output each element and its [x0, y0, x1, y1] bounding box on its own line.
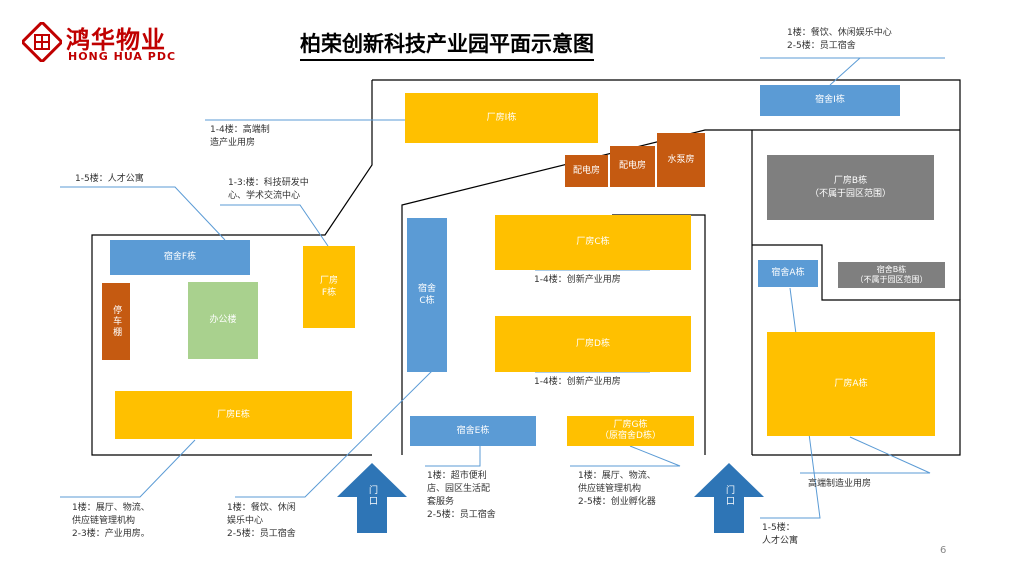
factory-f: 厂房 F栋	[303, 246, 355, 328]
left-site-boundary	[91, 80, 373, 456]
note-c-factory: 1-4楼：创新产业用房	[534, 275, 621, 285]
note-top-right: 1楼：餐饮、休闲娱乐中心 2-5楼：员工宿舍	[787, 28, 892, 52]
leader-a-factory	[800, 436, 931, 474]
note-e-dorm: 1楼：超市便利 店、园区生活配 套服务 2-5楼：员工宿舍	[427, 471, 496, 521]
leader-e-dorm	[425, 446, 481, 467]
dorm-b: 宿舍B栋 （不属于园区范围）	[838, 262, 945, 288]
power-room-2: 配电房	[610, 146, 655, 187]
factory-d: 厂房D栋	[495, 316, 691, 372]
leader-g-factory	[570, 445, 681, 467]
north-site-boundary	[372, 79, 961, 300]
dorm-f: 宿舍F栋	[110, 240, 250, 275]
gate-right: 门口	[694, 463, 764, 533]
up-arrow-icon	[337, 463, 407, 533]
note-a-factory: 高端制造业用房	[808, 479, 872, 489]
dorm-a-zone-boundary	[752, 244, 961, 456]
page-number: 6	[940, 545, 947, 556]
note-f-factory: 1-3:楼：科技研发中 心、学术交流中心	[228, 178, 309, 202]
note-e-factory: 1楼：展厅、物流、 供应链管理机构 2-3楼：产业用房。	[72, 503, 150, 540]
gate-left-label: 门口	[367, 485, 377, 507]
power-room-1: 配电房	[565, 155, 608, 187]
brand-name-cn: 鸿华物业	[66, 25, 166, 54]
note-a-dorm: 1-5楼： 人才公寓	[762, 523, 799, 547]
gate-right-label: 门口	[724, 485, 734, 507]
gate-left: 门口	[337, 463, 407, 533]
note-i-building: 1-4楼：高端制 造产业用房	[210, 125, 270, 149]
dorm-c: 宿舍 C栋	[407, 218, 447, 372]
brand-name-en: HONG HUA PDC	[68, 50, 177, 63]
dorm-i: 宿舍I栋	[760, 85, 900, 116]
factory-c: 厂房C栋	[495, 215, 691, 270]
brand-logo: 鸿华物业 HONG HUA PDC	[22, 20, 192, 68]
note-d-factory: 1-4楼：创新产业用房	[534, 377, 621, 387]
factory-a: 厂房A栋	[767, 332, 935, 436]
parking-shed: 停车棚	[102, 283, 130, 360]
dorm-e: 宿舍E栋	[410, 416, 536, 446]
dorm-a: 宿舍A栋	[758, 260, 818, 287]
note-f-dorm: 1-5楼：人才公寓	[75, 174, 144, 184]
factory-i: 厂房I栋	[405, 93, 598, 143]
factory-b: 厂房B栋 （不属于园区范围）	[767, 155, 934, 220]
central-zone-boundary	[401, 129, 960, 455]
pump-room: 水泵房	[657, 133, 705, 187]
leader-f-dorm	[60, 186, 226, 241]
brand-logo-icon	[22, 22, 62, 62]
factory-e: 厂房E栋	[115, 391, 352, 439]
page-title: 柏荣创新科技产业园平面示意图	[300, 28, 594, 61]
up-arrow-icon	[694, 463, 764, 533]
factory-g: 厂房G栋 （原宿舍D栋）	[567, 416, 694, 446]
note-c-dorm: 1楼：餐饮、休闲 娱乐中心 2-5楼：员工宿舍	[227, 503, 296, 540]
leader-c-dorm	[235, 369, 434, 498]
note-g-factory: 1楼：展厅、物流、 供应链管理机构 2-5楼：创业孵化器	[578, 471, 656, 508]
leader-e-factory	[60, 439, 196, 498]
leader-f-factory	[220, 204, 329, 247]
office-building: 办公楼	[188, 282, 258, 359]
